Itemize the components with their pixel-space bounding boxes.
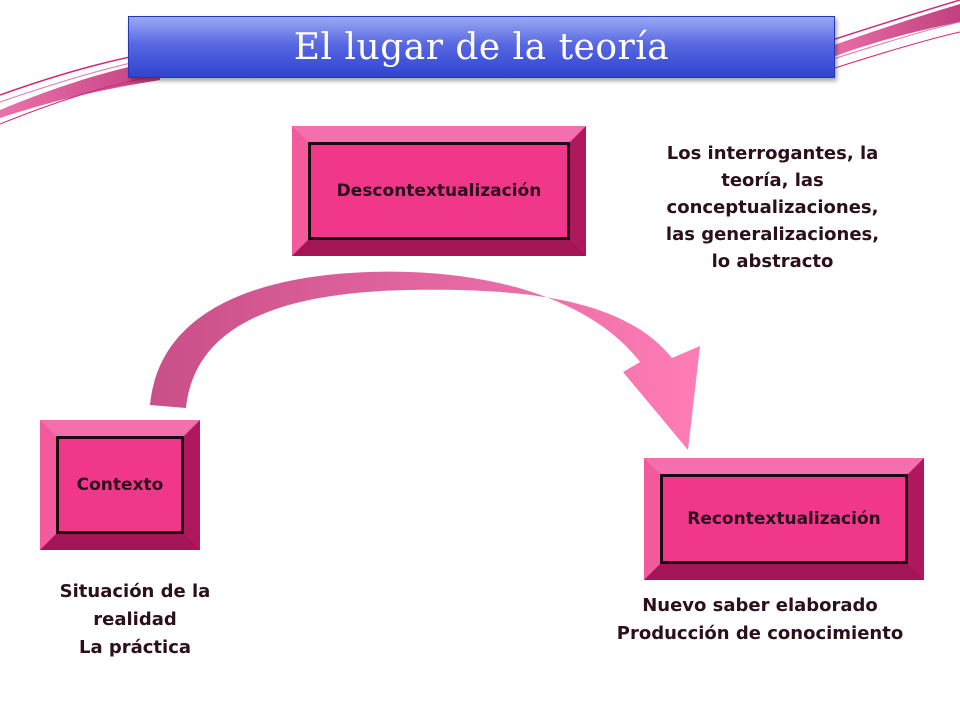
contexto-label: Contexto [76, 475, 164, 495]
note-line: Nuevo saber elaborado [642, 595, 878, 616]
abstract-description-note: Los interrogantes, la teoría, las concep… [630, 140, 915, 275]
note-line: realidad [93, 609, 177, 630]
descontextualizacion-label: Descontextualización [336, 181, 542, 201]
note-line: teoría, las [721, 170, 824, 191]
page-title: El lugar de la teoría [293, 26, 670, 68]
note-line: Situación de la [59, 581, 211, 602]
contexto-box: Contexto [40, 420, 200, 550]
note-line: Producción de conocimiento [616, 623, 904, 644]
note-line: Los interrogantes, la [666, 143, 879, 164]
note-line: conceptualizaciones, [666, 197, 879, 218]
note-line: las generalizaciones, [665, 224, 880, 245]
decorative-swoosh-lines [0, 0, 960, 125]
recontext-description-note: Nuevo saber elaborado Producción de cono… [580, 592, 940, 648]
context-description-note: Situación de la realidad La práctica [30, 578, 240, 662]
note-line: lo abstracto [711, 251, 834, 272]
recontextualizacion-box: Recontextualización [644, 458, 924, 580]
descontextualizacion-box: Descontextualización [292, 126, 586, 256]
title-banner: El lugar de la teoría [128, 16, 835, 78]
note-line: La práctica [78, 637, 192, 658]
recontextualizacion-label: Recontextualización [687, 509, 881, 529]
